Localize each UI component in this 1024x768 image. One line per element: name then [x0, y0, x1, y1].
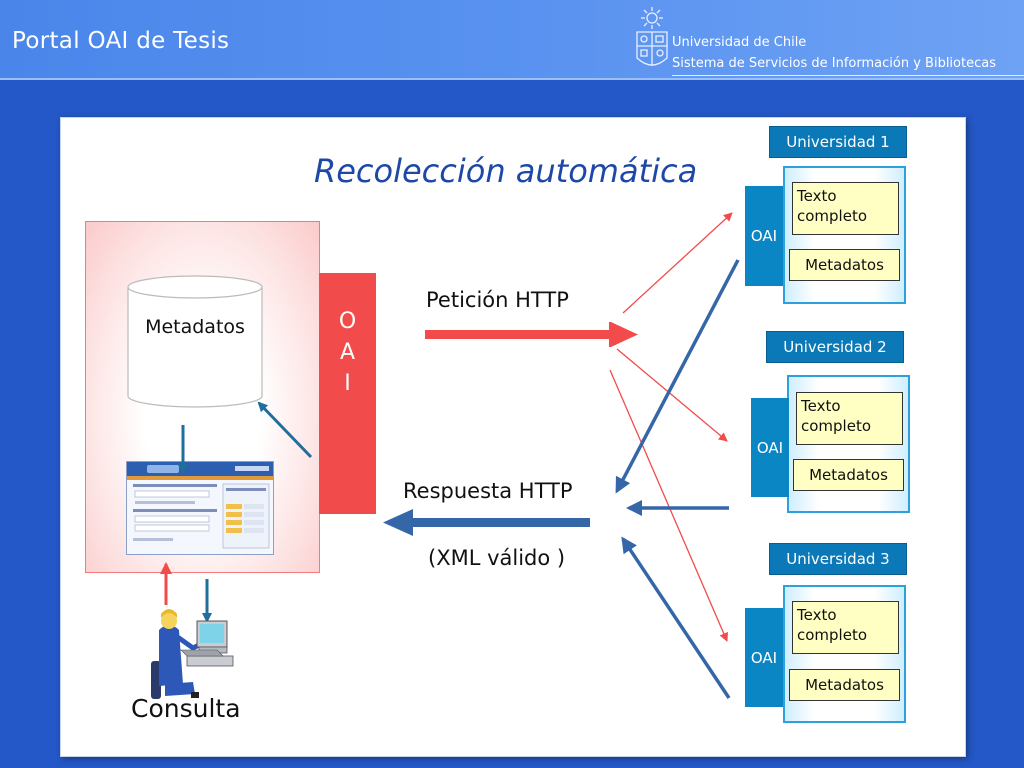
- university-1-oai: OAI: [745, 186, 783, 286]
- diagram-arrows: [151, 212, 740, 699]
- oai-letter-a: A: [339, 340, 356, 365]
- header-bar: Portal OAI de Tesis Universidad de Chile…: [0, 0, 1024, 80]
- header-divider: [672, 75, 1024, 76]
- institution-subtitle: Sistema de Servicios de Información y Bi…: [672, 56, 996, 71]
- response-arrow: [383, 509, 590, 536]
- university-3-tab: Universidad 3: [769, 543, 907, 575]
- consulta-label: Consulta: [131, 694, 241, 723]
- portal-title: Portal OAI de Tesis: [12, 28, 230, 54]
- university-2-metadata: Metadatos: [793, 459, 904, 491]
- university-1-metadata: Metadatos: [789, 249, 900, 281]
- university-3-metadata: Metadatos: [789, 669, 900, 701]
- slide-title: Recolección automática: [314, 152, 698, 190]
- institution-name: Universidad de Chile: [672, 35, 807, 50]
- metadata-db-label: Metadatos: [145, 316, 245, 338]
- oai-bar: O A I: [319, 273, 376, 514]
- request-arrow: [425, 322, 638, 347]
- user-computer-icon: [151, 609, 234, 699]
- response-label: Respuesta HTTP: [403, 479, 573, 503]
- response-note: (XML válido ): [428, 546, 566, 570]
- oai-letter-o: O: [338, 309, 357, 334]
- university-1-tab: Universidad 1: [769, 126, 907, 158]
- oai-letter-i: I: [344, 371, 351, 396]
- request-label: Petición HTTP: [426, 288, 569, 312]
- university-2-oai: OAI: [751, 398, 789, 497]
- university-2-tab: Universidad 2: [766, 331, 904, 363]
- university-crest-icon: [636, 7, 668, 66]
- portal-screenshot-thumbnail: [126, 461, 274, 555]
- university-3-oai: OAI: [745, 608, 783, 707]
- diagram-slide: Recolección automática O A I Metadatos: [60, 117, 966, 757]
- metadata-database-icon: [127, 275, 263, 408]
